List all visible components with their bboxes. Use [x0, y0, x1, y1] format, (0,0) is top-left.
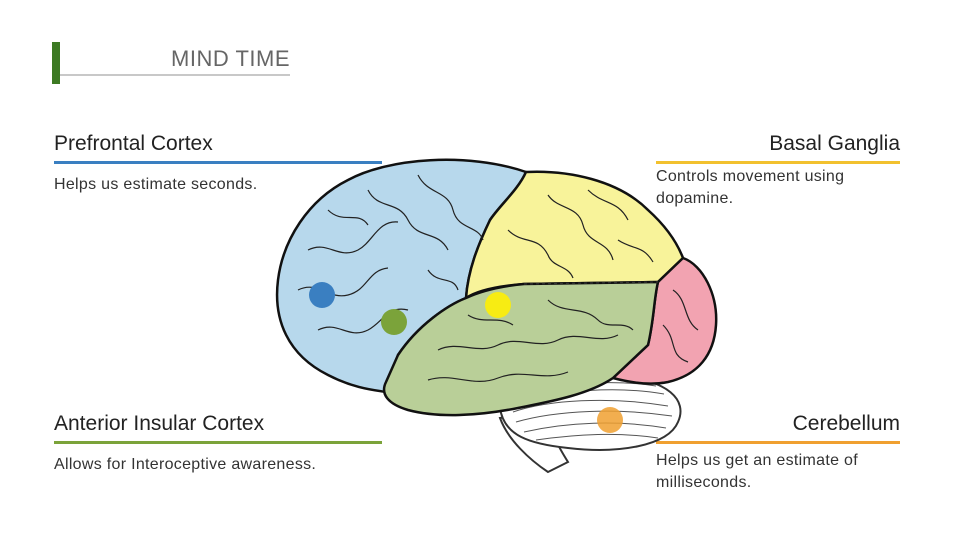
basal-desc: Controls movement using dopamine.	[656, 168, 845, 207]
prefrontal-title: Prefrontal Cortex	[54, 132, 213, 155]
label-cerebellum: Cerebellum Helps us get an estimate of m…	[656, 411, 900, 494]
prefrontal-desc: Helps us estimate seconds.	[54, 176, 258, 193]
prefrontal-rule	[54, 161, 382, 164]
cerebellum-title: Cerebellum	[792, 412, 900, 435]
dot-insular	[381, 309, 407, 335]
dot-prefrontal	[309, 282, 335, 308]
basal-title: Basal Ganglia	[769, 132, 900, 155]
lobe-boundary-dashed	[523, 281, 659, 285]
header-underline	[60, 74, 290, 76]
label-anterior-insular-cortex: Anterior Insular Cortex Allows for Inter…	[54, 411, 384, 476]
temporal-lobe	[382, 280, 660, 417]
header-accent-bar	[52, 42, 60, 84]
basal-rule	[656, 161, 900, 164]
insular-desc: Allows for Interoceptive awareness.	[54, 456, 317, 473]
label-basal-ganglia: Basal Ganglia Controls movement using do…	[656, 131, 900, 210]
insular-title: Anterior Insular Cortex	[54, 412, 265, 435]
brain-diagram	[275, 158, 718, 474]
dot-basal	[485, 292, 511, 318]
cerebellum-desc: Helps us get an estimate of milliseconds…	[656, 452, 858, 491]
insular-rule	[54, 441, 382, 444]
label-prefrontal-cortex: Prefrontal Cortex Helps us estimate seco…	[54, 131, 384, 196]
dot-cerebellum	[597, 407, 623, 433]
page-title: MIND TIME	[171, 46, 290, 71]
cerebellum-rule	[656, 441, 900, 444]
